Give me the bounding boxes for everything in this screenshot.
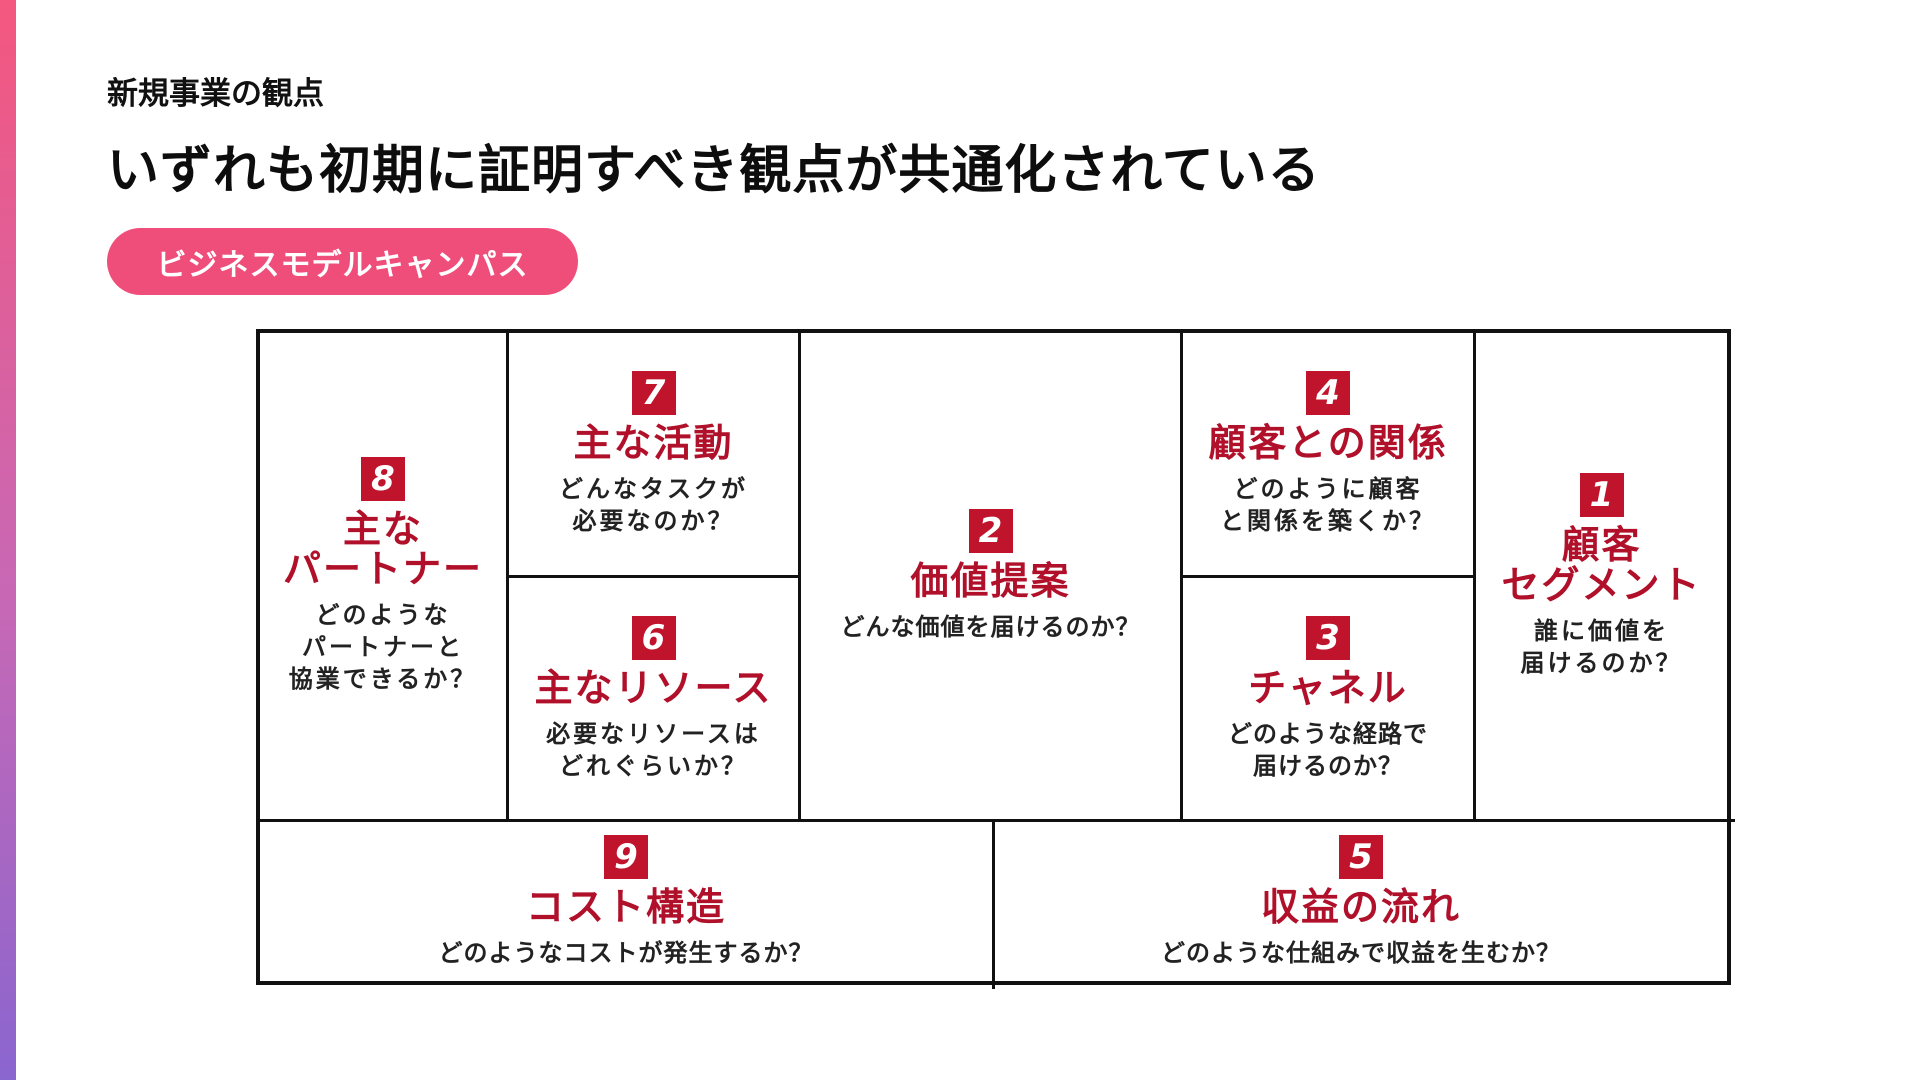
- business-model-canvas: 8 主な パートナー どのような パートナーと 協業できるか？ 7 主な活動 ど…: [256, 329, 1735, 989]
- block-number: 7: [631, 371, 676, 415]
- divider: [992, 819, 995, 989]
- block-question: どのようなコストが発生するか？: [438, 939, 814, 967]
- block-number: 2: [968, 509, 1013, 553]
- block-question: どんな価値を届けるのか？: [840, 613, 1141, 641]
- divider: [260, 819, 1735, 822]
- block-number: 5: [1339, 835, 1383, 879]
- section-label: 新規事業の観点: [107, 76, 324, 112]
- block-key-activities: 7 主な活動 どんなタスクが 必要なのか？: [509, 333, 798, 575]
- divider: [1473, 333, 1476, 819]
- block-title: 価値提案: [910, 559, 1071, 603]
- block-title: チャネル: [1248, 665, 1408, 710]
- block-key-resources: 6 主なリソース 必要なリソースは どれぐらいか？: [509, 578, 798, 819]
- block-question: どんなタスクが 必要なのか？: [559, 475, 748, 535]
- block-title: 主な活動: [573, 421, 734, 465]
- divider: [506, 575, 798, 578]
- divider: [798, 333, 801, 819]
- block-number: 8: [361, 457, 405, 501]
- topic-badge: ビジネスモデルキャンパス: [107, 228, 578, 295]
- block-number: 4: [1306, 371, 1350, 415]
- block-number: 6: [631, 615, 676, 660]
- block-number: 3: [1306, 615, 1350, 660]
- block-title: コスト構造: [525, 885, 726, 929]
- block-title: 顧客との関係: [1208, 421, 1448, 465]
- block-cost-structure: 9 コスト構造 どのようなコストが発生するか？: [260, 822, 992, 982]
- page-title: いずれも初期に証明すべき観点が共通化されている: [107, 141, 1321, 201]
- block-question: どのような パートナーと 協業できるか？: [288, 601, 478, 693]
- block-key-partners: 8 主な パートナー どのような パートナーと 協業できるか？: [260, 333, 506, 819]
- block-title: 顧客 セグメント: [1501, 523, 1702, 607]
- block-question: 誰に価値を 届けるのか？: [1520, 617, 1683, 677]
- block-question: どのような仕組みで収益を生むか？: [1161, 939, 1561, 967]
- accent-bar: [0, 0, 16, 1080]
- block-number: 1: [1579, 473, 1624, 517]
- block-question: どのような経路で 届けるのか？: [1228, 719, 1428, 780]
- block-customer-relationships: 4 顧客との関係 どのように顧客 と関係を築くか？: [1183, 333, 1473, 575]
- block-title: 主な パートナー: [282, 507, 483, 591]
- block-title: 収益の流れ: [1260, 885, 1461, 929]
- block-customer-segments: 1 顧客 セグメント 誰に価値を 届けるのか？: [1476, 333, 1727, 819]
- block-value-proposition: 2 価値提案 どんな価値を届けるのか？: [801, 333, 1180, 819]
- block-number: 9: [604, 835, 648, 879]
- block-channels: 3 チャネル どのような経路で 届けるのか？: [1183, 578, 1473, 819]
- divider: [1180, 575, 1473, 578]
- block-question: どのように顧客 と関係を築くか？: [1220, 475, 1436, 535]
- block-title: 主なリソース: [534, 665, 773, 710]
- block-revenue-streams: 5 収益の流れ どのような仕組みで収益を生むか？: [995, 822, 1727, 982]
- block-question: 必要なリソースは どれぐらいか？: [546, 719, 761, 780]
